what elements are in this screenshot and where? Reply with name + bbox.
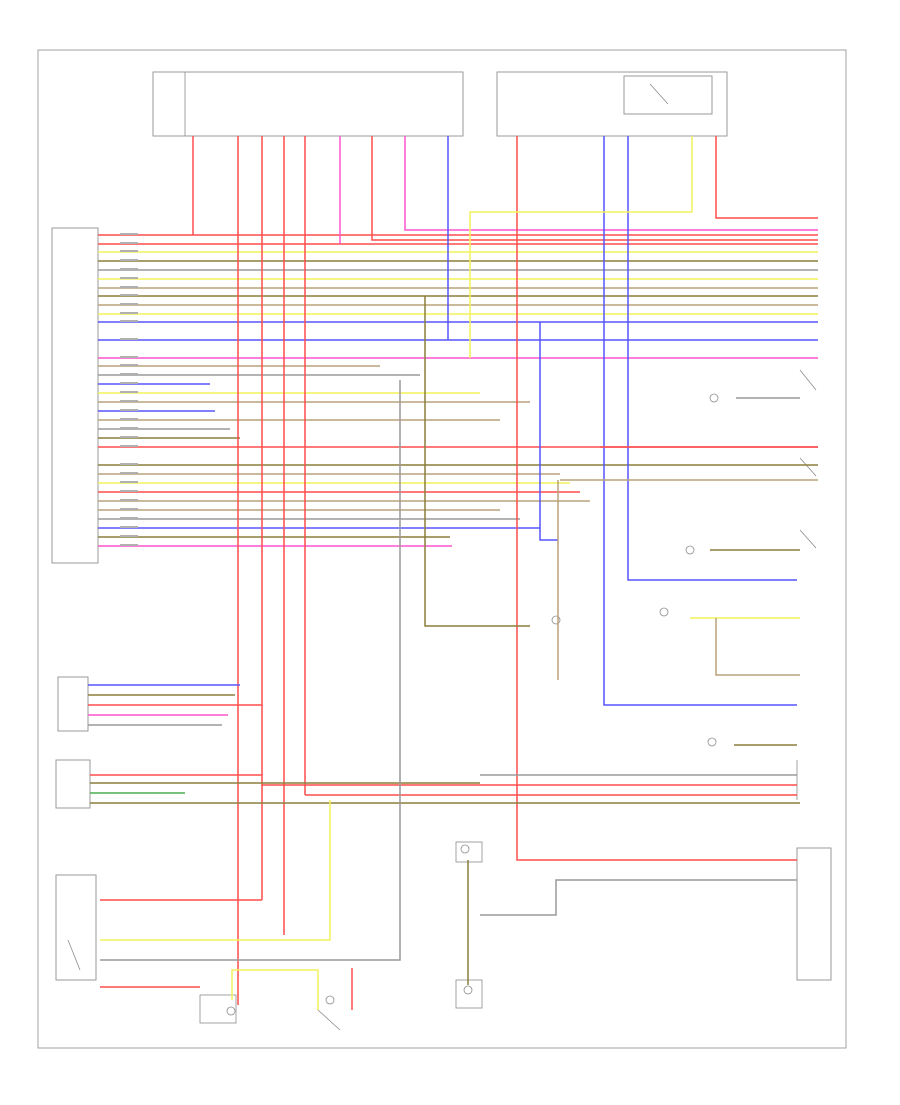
left-bottom-sensor bbox=[199, 994, 237, 1024]
fuse-feed-wire bbox=[516, 136, 797, 861]
wire-tag bbox=[120, 303, 138, 305]
wire-label-layer bbox=[120, 233, 138, 546]
fuse-feed-wire bbox=[469, 136, 693, 358]
right-fuse-box-outline bbox=[496, 71, 728, 137]
wire-tag bbox=[120, 320, 138, 322]
wire-tag bbox=[120, 312, 138, 314]
fuse-feed-wire bbox=[715, 136, 818, 219]
wire-tag bbox=[120, 445, 138, 447]
wire-tag bbox=[120, 259, 138, 261]
wire-tag bbox=[120, 286, 138, 288]
ground-symbol bbox=[707, 737, 717, 747]
wire-layer bbox=[88, 136, 818, 1010]
wire-tag bbox=[120, 391, 138, 393]
ground-symbol bbox=[226, 1006, 236, 1016]
center-wire bbox=[539, 322, 558, 541]
fuse-feed-wire bbox=[404, 136, 818, 231]
fuse-feed-wire bbox=[371, 136, 818, 241]
body-control-module bbox=[51, 227, 99, 564]
switch-contact bbox=[799, 369, 817, 391]
wire-tag bbox=[120, 463, 138, 465]
center-sensor bbox=[455, 841, 483, 863]
wire-tag bbox=[120, 436, 138, 438]
right-wire bbox=[715, 618, 800, 676]
relay-box bbox=[623, 75, 713, 115]
fuse-feed-wire bbox=[603, 136, 797, 706]
switch-contact bbox=[799, 529, 817, 549]
diagram-frame bbox=[37, 49, 847, 1049]
left-fuse-box-outline bbox=[152, 71, 464, 137]
tilt-sensor-connector bbox=[55, 759, 91, 809]
wire-tag bbox=[120, 409, 138, 411]
switch-symbols bbox=[67, 369, 817, 1031]
wire-tag bbox=[120, 364, 138, 366]
center-wire bbox=[424, 296, 530, 627]
wire-tag bbox=[120, 268, 138, 270]
wire-tag bbox=[120, 338, 138, 340]
left-fuse-box bbox=[152, 71, 464, 137]
wire-tag bbox=[120, 418, 138, 420]
relay-switch-contact bbox=[649, 83, 669, 105]
ground-symbol bbox=[709, 393, 719, 403]
lower-wire bbox=[100, 800, 331, 941]
lower-wire bbox=[480, 879, 797, 916]
wire-tag bbox=[120, 481, 138, 483]
wire-tag bbox=[120, 490, 138, 492]
wire-tag bbox=[120, 427, 138, 429]
wire-tag bbox=[120, 535, 138, 537]
switch-contact bbox=[799, 457, 817, 477]
ground-symbol bbox=[685, 545, 695, 555]
ground-symbol bbox=[659, 607, 669, 617]
lower-wire bbox=[100, 380, 401, 961]
wire-tag bbox=[120, 382, 138, 384]
right-bottom-connector bbox=[796, 847, 832, 981]
wire-tag bbox=[120, 499, 138, 501]
wire-tag bbox=[120, 400, 138, 402]
left-module-connector bbox=[57, 676, 89, 732]
ground-symbol bbox=[325, 995, 335, 1005]
wire-tag bbox=[120, 250, 138, 252]
lower-wire bbox=[231, 969, 319, 1010]
wire-tag bbox=[120, 277, 138, 279]
ground-symbol bbox=[460, 844, 470, 854]
right-fuse-box bbox=[496, 71, 728, 137]
switch-contact bbox=[67, 939, 81, 971]
wire-tag bbox=[120, 356, 138, 358]
wire-tag bbox=[120, 544, 138, 546]
ground-symbol bbox=[551, 615, 561, 625]
ground-symbols bbox=[226, 393, 719, 1016]
fuse-feed-wire bbox=[627, 136, 797, 581]
switch-contact bbox=[317, 1009, 341, 1031]
wire-tag bbox=[120, 294, 138, 296]
wire-tag bbox=[120, 233, 138, 235]
center-bottom-sensor bbox=[455, 979, 483, 1009]
wire-tag bbox=[120, 526, 138, 528]
wire-tag bbox=[120, 373, 138, 375]
dash-switch-connector bbox=[55, 874, 97, 981]
ground-symbol bbox=[463, 985, 473, 995]
wire-tag bbox=[120, 472, 138, 474]
wire-tag bbox=[120, 508, 138, 510]
wire-tag bbox=[120, 242, 138, 244]
wire-tag bbox=[120, 517, 138, 519]
